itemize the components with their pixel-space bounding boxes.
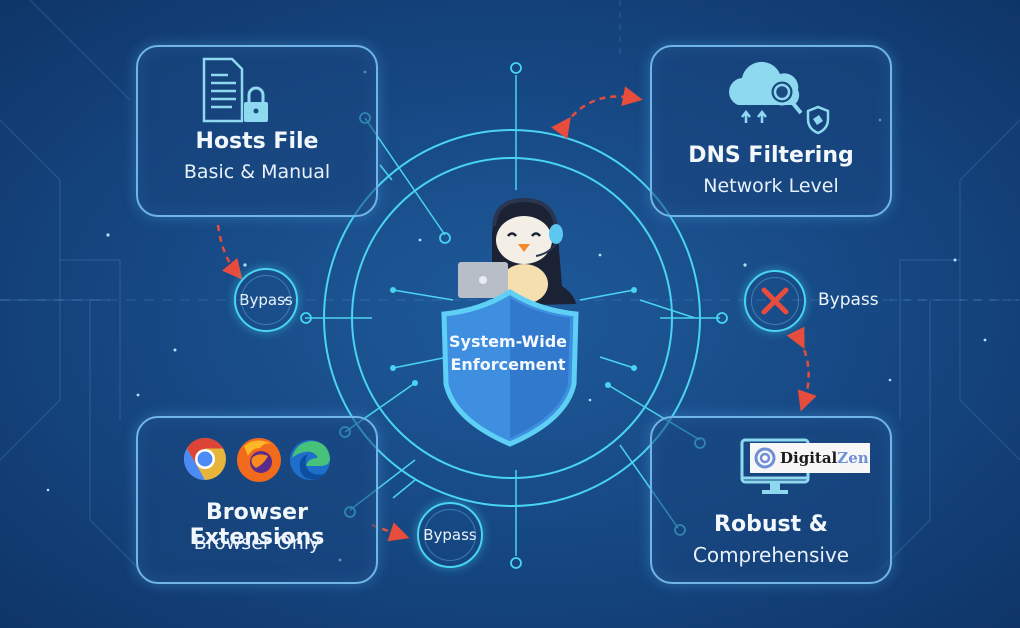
bypass-node-right-blocked [744, 270, 806, 332]
bypass-node-bottom: Bypass [417, 502, 483, 568]
arrow-hosts-to-bypass [216, 224, 243, 280]
firefox-icon [237, 438, 281, 482]
blocked-x-icon [761, 287, 789, 315]
card-subtitle: Browser Only [193, 532, 321, 554]
cloud-search-shield-icon [729, 61, 830, 135]
digitalzen-mark-icon [754, 447, 776, 469]
card-dns-filtering: DNS Filtering Network Level [650, 45, 892, 217]
shield-line-1: System-Wide [448, 332, 567, 351]
shield-label: System-Wide Enforcement [442, 330, 574, 376]
chrome-icon [183, 438, 226, 480]
digitalzen-logo: DigitalZen [750, 443, 870, 473]
shield-line-2: Enforcement [450, 355, 566, 374]
bypass-label: Bypass [423, 526, 477, 544]
card-subtitle: Network Level [703, 175, 839, 197]
bypass-label: Bypass [239, 291, 293, 309]
card-browser-extensions: Browser Extensions Browser Only [136, 416, 378, 584]
card-title: Browser Extensions [189, 500, 325, 550]
shield-icon [441, 289, 579, 447]
card-hosts-file: Hosts File Basic & Manual [136, 45, 378, 217]
document-lock-icon [202, 57, 268, 123]
card-robust-comprehensive: Robust & Comprehensive [650, 416, 892, 584]
card-title: Robust & [714, 512, 828, 537]
bypass-label-right: Bypass [818, 290, 879, 310]
card-subtitle: Basic & Manual [183, 161, 331, 183]
logo-text-zen: Zen [837, 449, 869, 467]
card-title: Hosts File [195, 129, 319, 154]
bypass-node-left: Bypass [234, 268, 298, 332]
card-subtitle: Comprehensive [692, 543, 850, 567]
card-title: DNS Filtering [688, 143, 854, 168]
arrow-dns-double [551, 86, 643, 139]
logo-text-digital: Digital [780, 449, 838, 467]
edge-icon [290, 440, 330, 480]
arrow-right-bypass-double [786, 326, 817, 412]
